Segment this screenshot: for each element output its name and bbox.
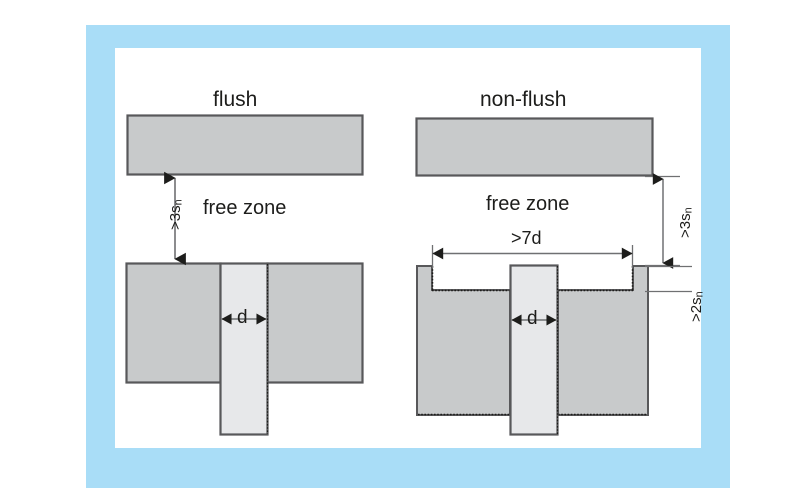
nonflush-panel-graphics bbox=[415, 117, 692, 436]
flush-clearance-3sn-subscript: n bbox=[172, 199, 185, 206]
flush-probe-bar bbox=[219, 262, 269, 436]
nonflush-clearance-3sn-subscript: n bbox=[682, 207, 695, 214]
nonflush-clearance-3sn-label: >3sn bbox=[677, 207, 694, 238]
nonflush-top-block bbox=[415, 117, 654, 177]
nonflush-lower-block-right bbox=[557, 265, 649, 416]
flush-d-label: d bbox=[237, 307, 248, 328]
flush-title: flush bbox=[213, 88, 258, 111]
nonflush-probe-bar bbox=[509, 264, 559, 436]
flush-lower-block-right bbox=[266, 262, 364, 384]
flush-lower-block-left bbox=[125, 262, 222, 384]
nonflush-d-label: d bbox=[527, 308, 538, 329]
nonflush-recess-depth-2sn-label: >2sn bbox=[688, 291, 705, 322]
nonflush-recess-depth-2sn-text: >2s bbox=[688, 297, 705, 322]
nonflush-free-zone-label: free zone bbox=[486, 193, 570, 215]
flush-free-zone-label: free zone bbox=[203, 197, 287, 219]
flush-clearance-3sn-label: >3sn bbox=[167, 199, 184, 230]
nonflush-clearance-3sn-text: >3s bbox=[677, 213, 694, 238]
nonflush-width-7d-label: >7d bbox=[511, 228, 542, 248]
nonflush-lower-block-left bbox=[416, 265, 511, 416]
flush-panel-graphics bbox=[125, 114, 364, 436]
flush-clearance-3sn-text: >3s bbox=[167, 205, 184, 230]
nonflush-recess-depth-2sn-subscript: n bbox=[693, 291, 706, 298]
nonflush-title: non-flush bbox=[480, 88, 567, 111]
flush-top-block bbox=[126, 114, 364, 176]
